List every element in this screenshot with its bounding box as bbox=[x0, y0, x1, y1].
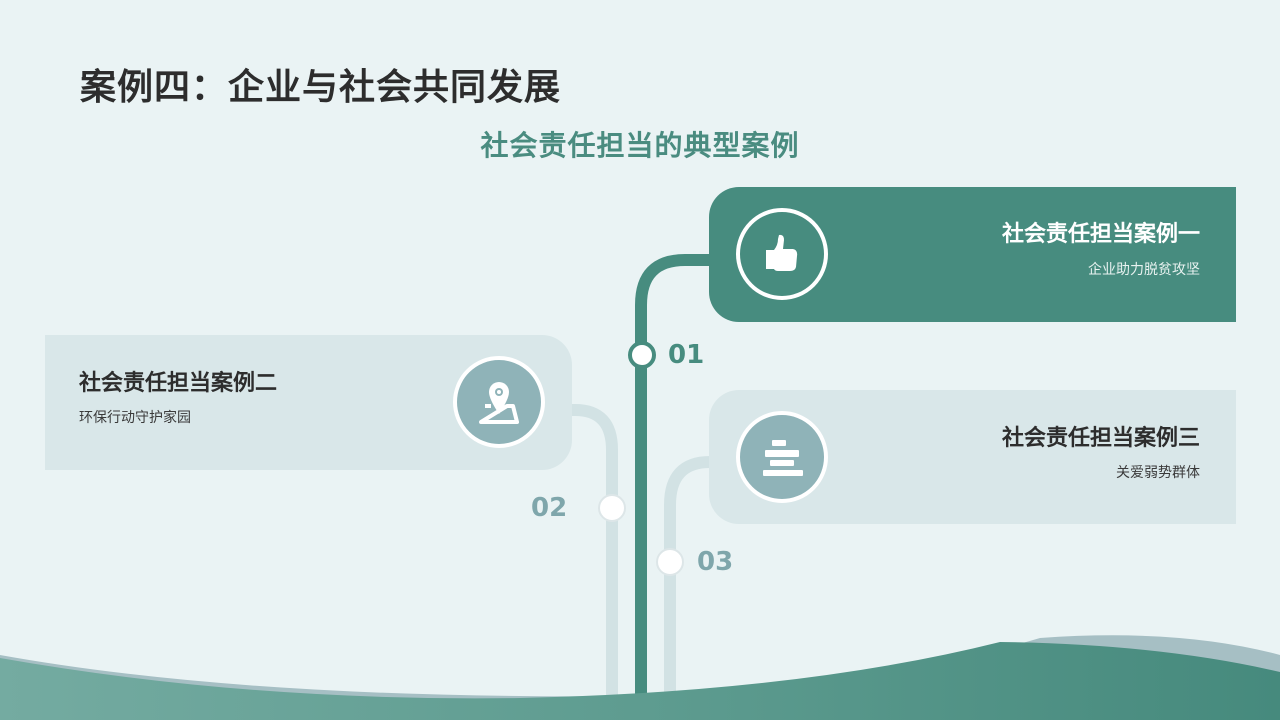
timeline-node-03 bbox=[656, 548, 684, 576]
timeline-node-02 bbox=[598, 494, 626, 522]
case-card-3-description: 关爱弱势群体 bbox=[1116, 465, 1200, 481]
timeline-node-01 bbox=[628, 341, 656, 369]
section-subtitle: 社会责任担当的典型案例 bbox=[480, 129, 800, 162]
connector-line-02 bbox=[540, 404, 618, 720]
stack-bars-icon bbox=[736, 411, 828, 503]
case-number-03: 03 bbox=[697, 547, 734, 577]
case-number-02: 02 bbox=[531, 493, 568, 523]
case-card-3-title: 社会责任担当案例三 bbox=[1001, 426, 1200, 451]
case-card-2-description: 环保行动守护家园 bbox=[79, 410, 191, 426]
map-pin-icon bbox=[453, 356, 545, 448]
connector-line-03 bbox=[664, 456, 750, 720]
bottom-wave-decoration bbox=[0, 635, 1280, 720]
thumbs-up-icon bbox=[736, 208, 828, 300]
case-number-01: 01 bbox=[668, 340, 705, 370]
case-card-1-title: 社会责任担当案例一 bbox=[1001, 222, 1200, 247]
case-card-1-description: 企业助力脱贫攻坚 bbox=[1088, 262, 1200, 278]
connector-line-01 bbox=[635, 254, 715, 720]
case-card-2-title: 社会责任担当案例二 bbox=[79, 371, 278, 396]
page-title: 案例四：企业与社会共同发展 bbox=[80, 67, 562, 108]
